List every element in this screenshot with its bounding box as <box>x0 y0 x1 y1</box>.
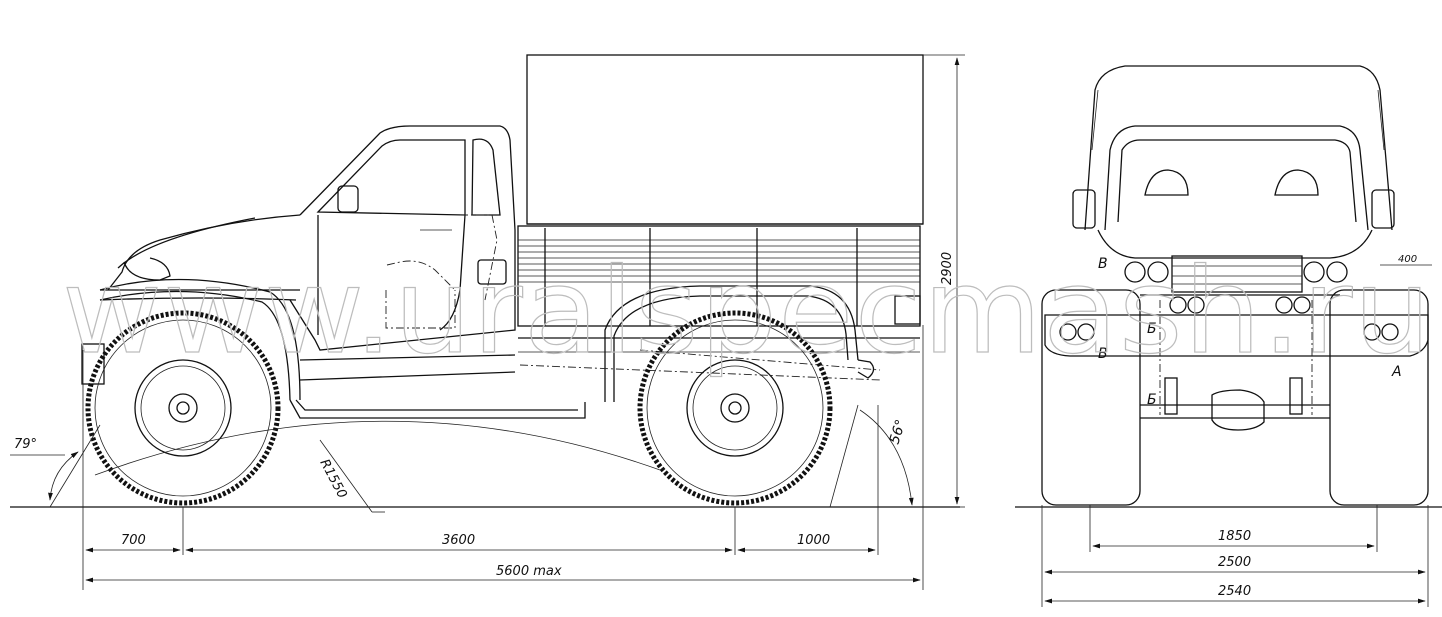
departure-angle-label: 56° <box>887 418 910 447</box>
track-label: 2500 <box>1218 555 1251 570</box>
track-inner-label: 1850 <box>1218 529 1251 544</box>
callout-b-lower: Б <box>1147 392 1157 408</box>
side-view: 700 3600 1000 5600 max 79° R1550 56° 290… <box>10 54 965 590</box>
cargo-canopy <box>517 54 924 353</box>
front-wheel <box>85 310 281 506</box>
right-front-tire <box>1329 289 1429 506</box>
mirror-offset-label: 400 <box>1398 254 1417 265</box>
callout-a: А <box>1391 364 1402 380</box>
front-canopy <box>1084 65 1393 231</box>
front-view: 1850 2500 2540 400 А Б Б В В <box>1015 65 1442 607</box>
overall-width-label: 2540 <box>1218 584 1251 599</box>
rear-wheel <box>637 310 833 506</box>
ramp-radius-arc <box>94 420 661 476</box>
rear-overhang-label: 1000 <box>797 533 830 548</box>
callout-b-upper: Б <box>1147 321 1157 337</box>
overall-length-label: 5600 max <box>496 564 562 579</box>
height-label: 2900 <box>940 252 955 285</box>
ramp-radius-label: R1550 <box>316 457 349 501</box>
watermark: www.uralspecmash.ru <box>62 242 1432 380</box>
cab <box>81 125 586 419</box>
wheelbase-label: 3600 <box>442 533 475 548</box>
rear-fender <box>604 285 859 402</box>
front-overhang-label: 700 <box>121 533 146 548</box>
callout-v-lower: В <box>1098 346 1108 362</box>
left-front-tire <box>1041 289 1141 506</box>
approach-angle-label: 79° <box>14 437 37 452</box>
callout-v-upper: В <box>1098 256 1108 272</box>
